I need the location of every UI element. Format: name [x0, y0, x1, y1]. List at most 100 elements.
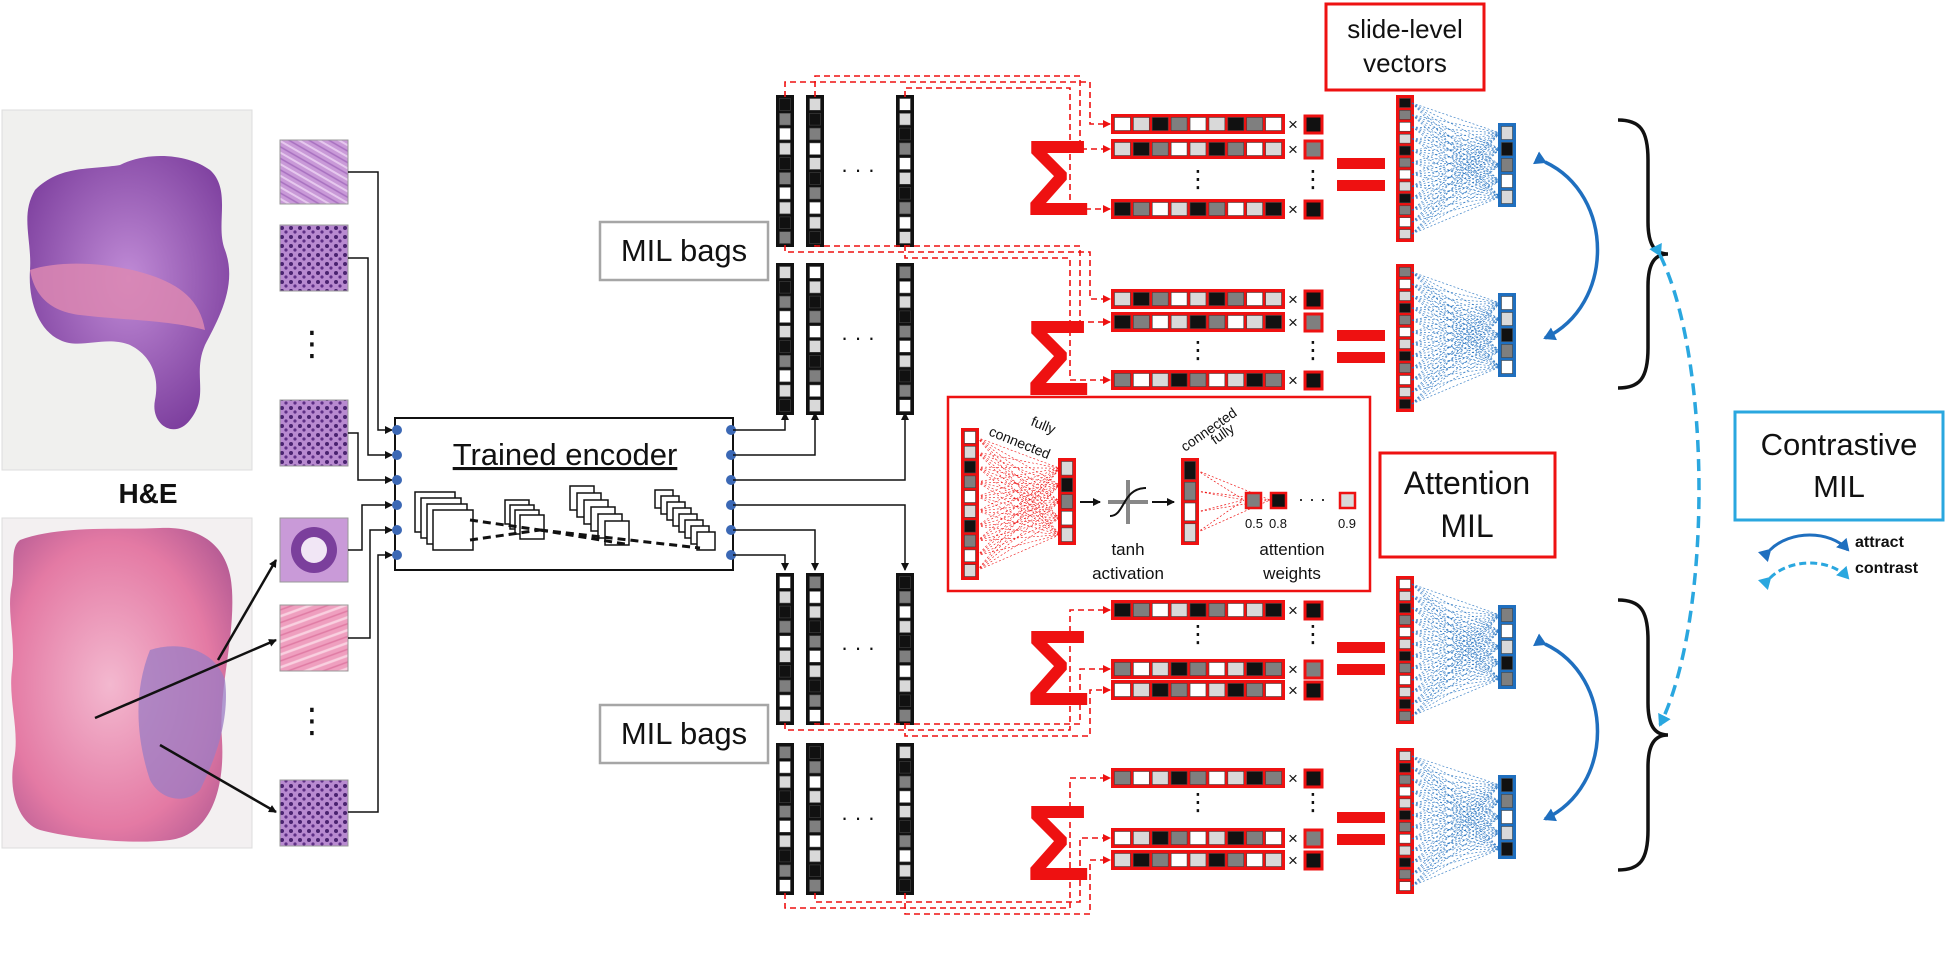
aggregation-group-3: Σ×××⋮⋮ [1026, 576, 1516, 728]
tile-5 [279, 604, 349, 672]
mil-bag-3: · · · [776, 573, 914, 725]
mil-bags-label-bottom: MIL bags [598, 703, 770, 765]
attention-weighted-row [1111, 659, 1285, 679]
bag-vector [776, 573, 794, 725]
weight-value-2: 0.8 [1269, 516, 1287, 531]
attention-weighted-row [1111, 289, 1285, 309]
attention-weighted-row [1111, 312, 1285, 332]
attention-weight-cell [1303, 114, 1324, 135]
attention-weight-cell [1303, 850, 1324, 871]
inset-attention-vector [1181, 458, 1199, 545]
equals-bar-bottom [1337, 834, 1385, 845]
tile-6 [279, 779, 349, 847]
times-symbol: × [1288, 769, 1298, 788]
svg-text:MIL bags: MIL bags [621, 233, 747, 268]
encoder-input-ports [392, 425, 402, 560]
projection-head-connections [1411, 271, 1501, 405]
projection-head-connections [1411, 102, 1501, 235]
attention-weight-cell [1303, 312, 1324, 333]
tile-vdots-top: ⋮ [295, 325, 329, 363]
attract-arrows [1532, 151, 1600, 822]
aggregation-group-1: Σ×××⋮⋮ [1026, 95, 1516, 242]
bag-vector [896, 263, 914, 415]
brace-top-icon [1617, 118, 1669, 390]
tile-to-encoder-connectors [348, 171, 393, 813]
attention-weighted-row [1111, 768, 1285, 788]
weights-vdots: ⋮ [1301, 337, 1325, 364]
tissue-region-purple-band [138, 646, 226, 799]
bag-vector [806, 263, 824, 415]
bag-vector [776, 95, 794, 247]
legend-contrast-icon [1757, 561, 1850, 591]
route-4-2 [814, 834, 1111, 903]
mil-bag-1: · · · [776, 95, 914, 247]
slide-level-vector [1396, 264, 1414, 412]
slide-level-vector [1396, 95, 1414, 242]
bag-vector [896, 95, 914, 247]
route-2-2 [814, 245, 1111, 326]
inset-network [961, 428, 1357, 580]
attention-weight-cell [1303, 828, 1324, 849]
attention-weighted-row [1111, 600, 1285, 620]
inset-hidden-vector [1058, 458, 1076, 545]
bag-vector [806, 95, 824, 247]
attention-weight-cell [1303, 659, 1324, 680]
weights-vdots: ⋮ [1301, 789, 1325, 816]
route-top-2 [814, 75, 1111, 153]
attention-weighted-row [1111, 828, 1285, 848]
times-symbol: × [1288, 681, 1298, 700]
route-top-3 [904, 87, 1111, 213]
bag-hdots: · · · [841, 635, 875, 660]
sigma-symbol: Σ [1026, 607, 1091, 728]
pair-braces [1617, 118, 1669, 872]
attention-weight-cell [1303, 370, 1324, 391]
times-symbol: × [1288, 115, 1298, 134]
attention-weighted-row [1111, 199, 1285, 219]
times-symbol: × [1288, 660, 1298, 679]
times-symbol: × [1288, 601, 1298, 620]
equals-bar-bottom [1337, 180, 1385, 191]
attention-mil-inset: fully connected fully connected tanh act… [946, 395, 1372, 593]
times-symbol: × [1288, 290, 1298, 309]
slide-level-vector [1396, 748, 1414, 894]
route-2-3 [904, 245, 1111, 384]
bag-vector [776, 743, 794, 895]
rows-vdots: ⋮ [1186, 789, 1210, 816]
attention-weight-cell [1303, 768, 1324, 789]
weights-vdots: ⋮ [1301, 621, 1325, 648]
svg-text:Contrastive: Contrastive [1761, 427, 1918, 462]
equals-bar-top [1337, 642, 1385, 653]
attention-weighted-row [1111, 680, 1285, 700]
route-4-1 [784, 774, 1111, 909]
attention-weight-cell [1303, 139, 1324, 160]
sigma-symbol: Σ [1026, 117, 1091, 238]
tile-3 [279, 399, 349, 467]
legend-attract-label: attract [1855, 534, 1905, 551]
svg-text:MIL: MIL [1813, 469, 1865, 504]
legend-attract-icon [1757, 533, 1850, 563]
times-symbol: × [1288, 200, 1298, 219]
attention-weighted-row [1111, 139, 1285, 159]
route-3-3 [904, 686, 1111, 737]
tanh-label-line1: tanh [1111, 540, 1144, 559]
equals-bar-bottom [1337, 664, 1385, 675]
route-3-1 [784, 606, 1111, 731]
legend-contrast-label: contrast [1855, 560, 1919, 577]
bag-vector [896, 743, 914, 895]
tile-column: ⋮ ⋮ [279, 139, 349, 847]
times-symbol: × [1288, 313, 1298, 332]
attention-weighted-row [1111, 370, 1285, 390]
he-label: H&E [118, 478, 177, 509]
tile-2 [279, 224, 349, 292]
times-symbol: × [1288, 371, 1298, 390]
rows-vdots: ⋮ [1186, 337, 1210, 364]
tanh-label-line2: activation [1092, 564, 1164, 583]
mil-bags-label-top: MIL bags [598, 220, 770, 282]
times-symbol: × [1288, 851, 1298, 870]
equals-bar-top [1337, 812, 1385, 823]
tile-1 [279, 139, 349, 205]
times-symbol: × [1288, 140, 1298, 159]
projection-head-connections [1411, 755, 1501, 887]
svg-text:MIL: MIL [1440, 508, 1493, 544]
